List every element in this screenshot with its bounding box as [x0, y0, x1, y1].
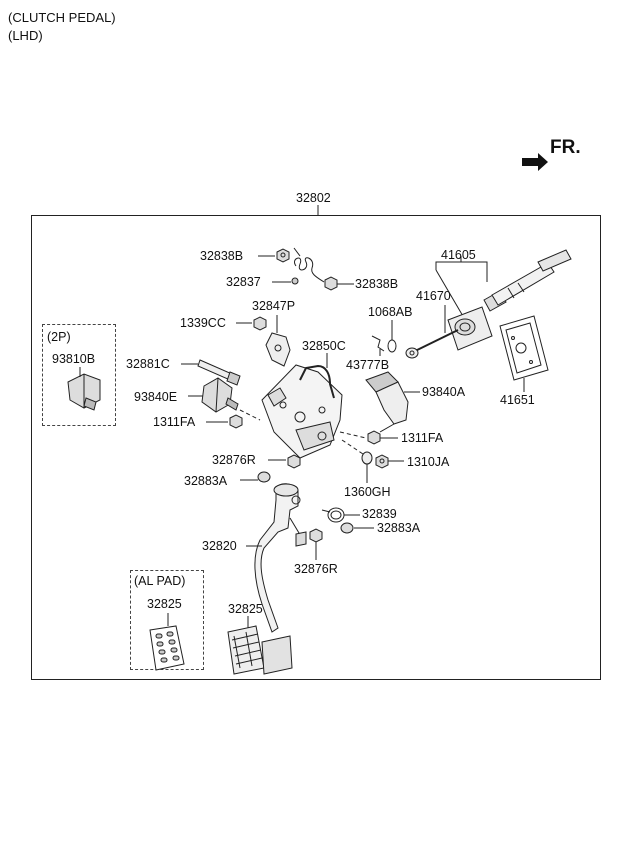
- callout-32825-al: 32825: [147, 597, 182, 611]
- callout-al-pad: (AL PAD): [134, 574, 186, 588]
- front-arrow-icon: [522, 153, 548, 171]
- callout-41670: 41670: [416, 289, 451, 303]
- assembly-number: 32802: [296, 191, 331, 205]
- callout-32850C: 32850C: [302, 339, 346, 353]
- callout-32881C: 32881C: [126, 357, 170, 371]
- clutch-switch-icon: [201, 377, 239, 413]
- callout-41651: 41651: [500, 393, 535, 407]
- callout-1339CC: 1339CC: [180, 316, 226, 330]
- callout-1311FA-left: 1311FA: [153, 415, 196, 429]
- callout-32847P: 32847P: [252, 299, 296, 313]
- callout-1068AB: 1068AB: [368, 305, 413, 319]
- diagram-subtitle: (LHD): [8, 28, 43, 43]
- clutch-pedal-arm-icon: [254, 483, 307, 633]
- nut-icon: [276, 248, 290, 263]
- interlock-switch-icon: [365, 371, 409, 433]
- pedal-bracket-icon: [261, 364, 343, 459]
- al-pad-icon: [149, 625, 185, 671]
- callout-32838B-top: 32838B: [200, 249, 244, 263]
- callout-32883A-right: 32883A: [377, 521, 421, 535]
- push-rod-icon: [405, 329, 459, 359]
- callout-32876R-top: 32876R: [212, 453, 256, 467]
- diagram-title: (CLUTCH PEDAL): [8, 10, 116, 25]
- stopper-bolt-icon: [197, 359, 241, 386]
- connector-icon: [67, 373, 101, 411]
- callout-93840A: 93840A: [422, 385, 466, 399]
- gasket-icon: [499, 315, 549, 381]
- stopper-bracket-icon: [265, 332, 291, 367]
- assist-spring-icon: [321, 507, 345, 523]
- callout-1360GH: 1360GH: [344, 485, 391, 499]
- return-spring-icon: [293, 247, 325, 283]
- front-direction-label: FR.: [550, 137, 581, 158]
- pin-icon: [371, 335, 385, 352]
- callout-32820: 32820: [202, 539, 237, 553]
- callout-32876R-bottom: 32876R: [294, 562, 338, 576]
- callout-1310JA: 1310JA: [407, 455, 450, 469]
- callout-93840E: 93840E: [134, 390, 178, 404]
- callout-43777B: 43777B: [346, 358, 390, 372]
- callout-93810B: 93810B: [52, 352, 96, 366]
- assembly-frame: [31, 215, 601, 680]
- callout-41605: 41605: [441, 248, 476, 262]
- callout-32839: 32839: [362, 507, 397, 521]
- al-pad-box: [130, 570, 204, 670]
- callout-2p: (2P): [47, 330, 71, 344]
- connector-2p-box: [42, 324, 116, 426]
- callout-32837: 32837: [226, 275, 261, 289]
- callout-32825: 32825: [228, 602, 263, 616]
- master-cylinder-icon: [447, 249, 572, 351]
- callout-32838B-right: 32838B: [355, 277, 399, 291]
- pedal-pad-icon: [227, 625, 293, 675]
- callout-1311FA-right: 1311FA: [401, 431, 444, 445]
- callout-32883A-left: 32883A: [184, 474, 228, 488]
